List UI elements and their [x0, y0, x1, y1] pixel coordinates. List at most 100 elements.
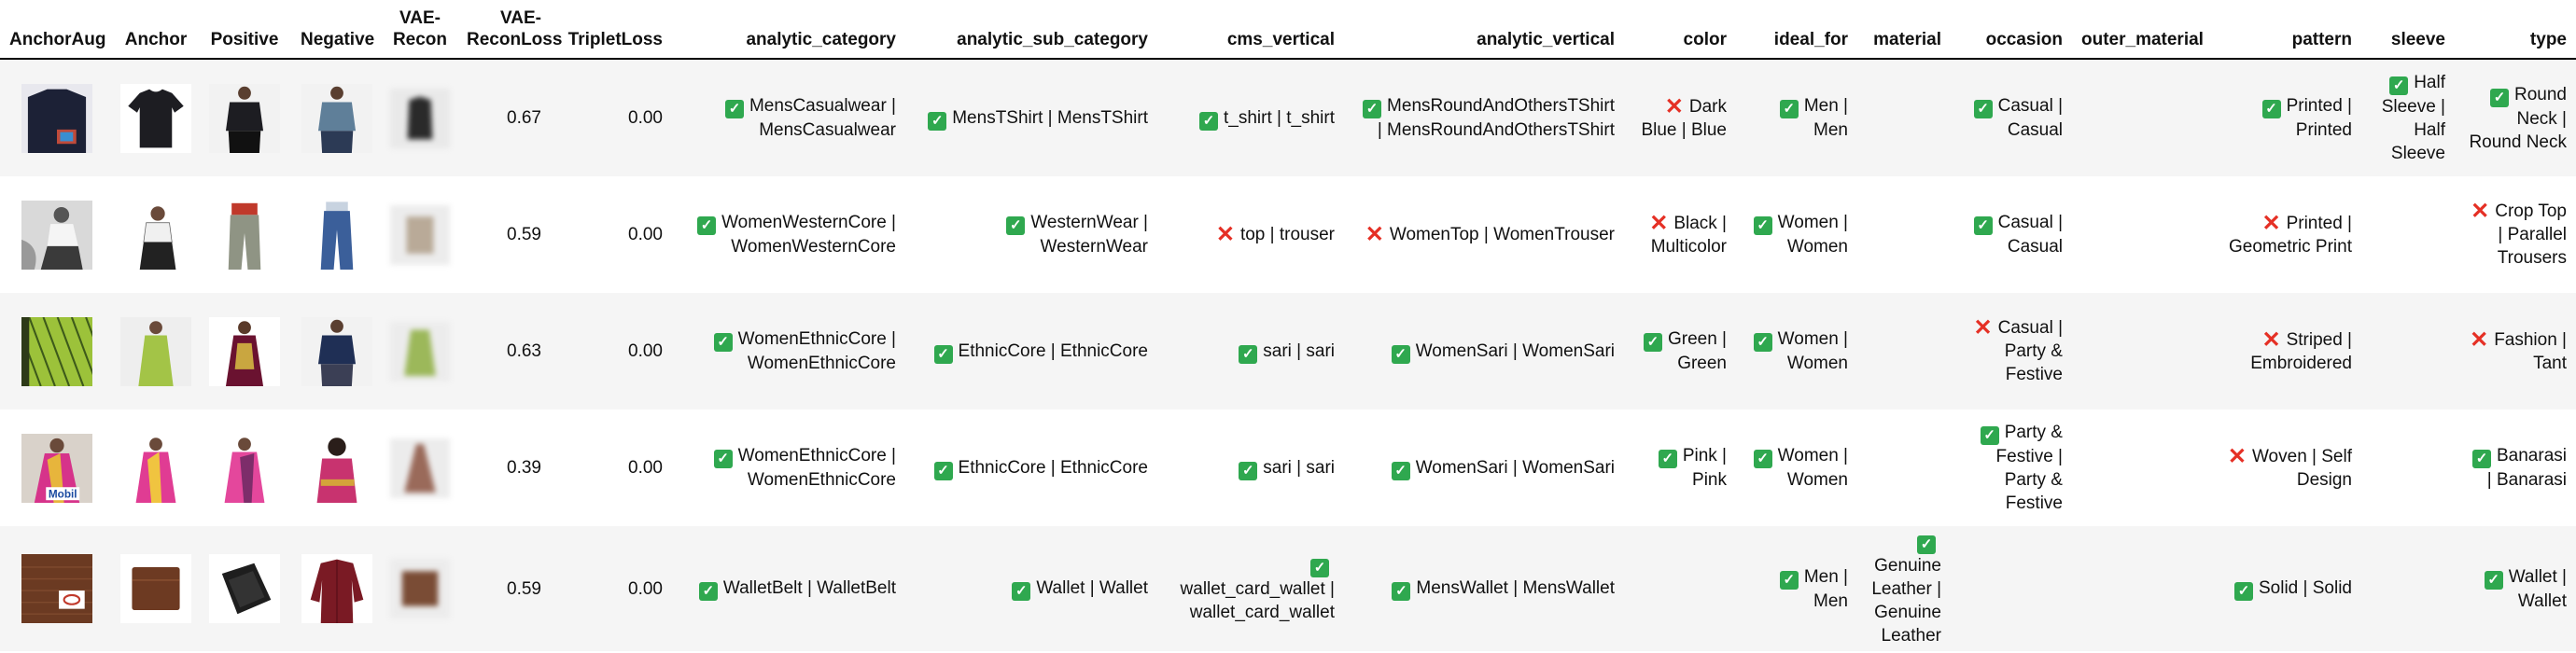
material-cell: ✓Genuine Leather | Genuine Leather	[1857, 526, 1951, 651]
analytic-category-cell: ✓WomenWesternCore | WomenWesternCore	[672, 176, 905, 293]
pink-sari-2-image	[209, 433, 280, 503]
analytic-sub-category-value: WesternWear | WesternWear	[1030, 213, 1148, 257]
sleeve-cell	[2361, 526, 2455, 651]
negative-image-cell	[291, 410, 383, 526]
dark-tshirt-blurred-image	[390, 88, 450, 148]
vae-recon-loss-cell: 0.59	[457, 526, 551, 651]
product-thumbnail	[390, 438, 450, 498]
ideal-for-value: Men | Men	[1803, 566, 1848, 611]
occasion-cell: ✓Casual | Casual	[1951, 176, 2072, 293]
analytic-vertical-value: MensRoundAndOthersTShirt | MensRoundAndO…	[1377, 96, 1615, 140]
check-icon: ✓	[2490, 88, 2509, 107]
product-thumbnail	[209, 83, 280, 153]
svg-text:Mobil: Mobil	[49, 487, 77, 500]
analytic-category-cell: ✓WalletBelt | WalletBelt	[672, 526, 905, 651]
col-header-analytic-sub-category: analytic_sub_category	[905, 0, 1157, 60]
product-thumbnail	[120, 316, 191, 386]
black-wallet-image	[209, 554, 280, 623]
check-icon: ✓	[724, 100, 744, 118]
col-header-analytic-category: analytic_category	[672, 0, 905, 60]
analytic-sub-category-cell: ✓EthnicCore | EthnicCore	[905, 293, 1157, 410]
outer-material-cell	[2072, 59, 2193, 176]
type-cell: ✕Crop Top | Parallel Trousers	[2455, 176, 2576, 293]
triplet-loss-cell: 0.00	[551, 293, 672, 410]
cms-vertical-value: t_shirt | t_shirt	[1224, 107, 1335, 128]
occasion-cell: ✓Casual | Casual	[1951, 59, 2072, 176]
type-value: Fashion | Tant	[2494, 329, 2567, 373]
col-header-outer-material: outer_material	[2072, 0, 2204, 60]
recon-image-cell	[383, 293, 457, 410]
cross-icon: ✕	[2261, 210, 2281, 236]
check-icon: ✓	[713, 333, 733, 352]
analytic-category-value: WalletBelt | WalletBelt	[722, 578, 896, 598]
triplet-loss-cell: 0.00	[551, 59, 672, 176]
anchor-aug-image-cell: Mobil	[0, 410, 114, 526]
cross-icon: ✕	[1215, 222, 1235, 247]
analytic-category-value: MensCasualwear | MensCasualwear	[749, 96, 896, 140]
triplet-loss-cell: 0.00	[551, 176, 672, 293]
anchor-aug-image-cell	[0, 293, 114, 410]
check-icon: ✓	[2484, 570, 2503, 590]
analytic-sub-category-value: MensTShirt | MensTShirt	[952, 107, 1148, 128]
product-thumbnail	[209, 554, 280, 623]
color-cell: ✕Dark Blue | Blue	[1624, 59, 1736, 176]
product-thumbnail	[209, 200, 280, 270]
material-cell	[1857, 59, 1951, 176]
check-icon: ✓	[1363, 100, 1382, 118]
anchor-aug-image-cell	[0, 176, 114, 293]
occasion-value: Party & Festive | Party & Festive	[1995, 423, 2063, 513]
outer-material-cell	[2072, 176, 2193, 293]
product-thumbnail	[120, 433, 191, 503]
anchor-image-cell	[114, 59, 198, 176]
anchor-aug-image-cell	[0, 526, 114, 651]
check-icon: ✓	[2234, 582, 2253, 601]
negative-image-cell	[291, 176, 383, 293]
pattern-value: Woven | Self Design	[2251, 446, 2352, 490]
pattern-value: Striped | Embroidered	[2250, 329, 2352, 373]
triplet-loss-cell: 0.00	[551, 410, 672, 526]
material-cell	[1857, 176, 1951, 293]
check-icon: ✓	[1391, 344, 1410, 364]
product-thumbnail	[21, 316, 92, 386]
check-icon: ✓	[2261, 100, 2281, 118]
ideal-for-cell: ✓Women | Women	[1736, 293, 1857, 410]
check-icon: ✓	[1239, 344, 1258, 364]
outer-material-cell	[2072, 526, 2193, 651]
check-icon: ✓	[1658, 450, 1677, 468]
cms-vertical-value: sari | sari	[1263, 457, 1335, 478]
color-cell: ✓Green | Green	[1624, 293, 1736, 410]
beige-blurred-image	[390, 204, 450, 265]
col-header-occasion: occasion	[1951, 0, 2072, 60]
material-cell	[1857, 410, 1951, 526]
outer-material-cell	[2072, 410, 2193, 526]
type-cell: ✓Wallet | Wallet	[2455, 526, 2576, 651]
analytic-category-value: WomenEthnicCore | WomenEthnicCore	[737, 446, 896, 490]
color-value: Dark Blue | Blue	[1641, 96, 1727, 140]
ideal-for-value: Women | Women	[1777, 446, 1848, 490]
anchor-image-cell	[114, 176, 198, 293]
cross-icon: ✕	[2471, 199, 2490, 224]
product-thumbnail	[21, 83, 92, 153]
color-value: Pink | Pink	[1682, 446, 1727, 490]
color-cell: ✕Black | Multicolor	[1624, 176, 1736, 293]
pattern-cell: ✕Woven | Self Design	[2193, 410, 2361, 526]
ideal-for-value: Women | Women	[1777, 329, 1848, 373]
brown-wallet-image	[120, 554, 191, 623]
product-thumbnail	[301, 316, 372, 386]
analytic-vertical-cell: ✓WomenSari | WomenSari	[1344, 410, 1624, 526]
cross-icon: ✕	[1365, 222, 1384, 247]
vae-recon-loss-cell: 0.39	[457, 410, 551, 526]
analytic-vertical-value: MensWallet | MensWallet	[1416, 578, 1615, 598]
cross-icon: ✕	[2470, 326, 2489, 353]
positive-image-cell	[198, 293, 291, 410]
woman-bw-top-image	[21, 200, 92, 270]
pattern-cell: ✕Printed | Geometric Print	[2193, 176, 2361, 293]
negative-image-cell	[291, 293, 383, 410]
positive-image-cell	[198, 526, 291, 651]
pattern-cell: ✕Striped | Embroidered	[2193, 293, 2361, 410]
check-icon: ✓	[1310, 559, 1329, 577]
product-thumbnail	[390, 559, 450, 618]
brown-wallet-closeup-image	[21, 554, 92, 623]
